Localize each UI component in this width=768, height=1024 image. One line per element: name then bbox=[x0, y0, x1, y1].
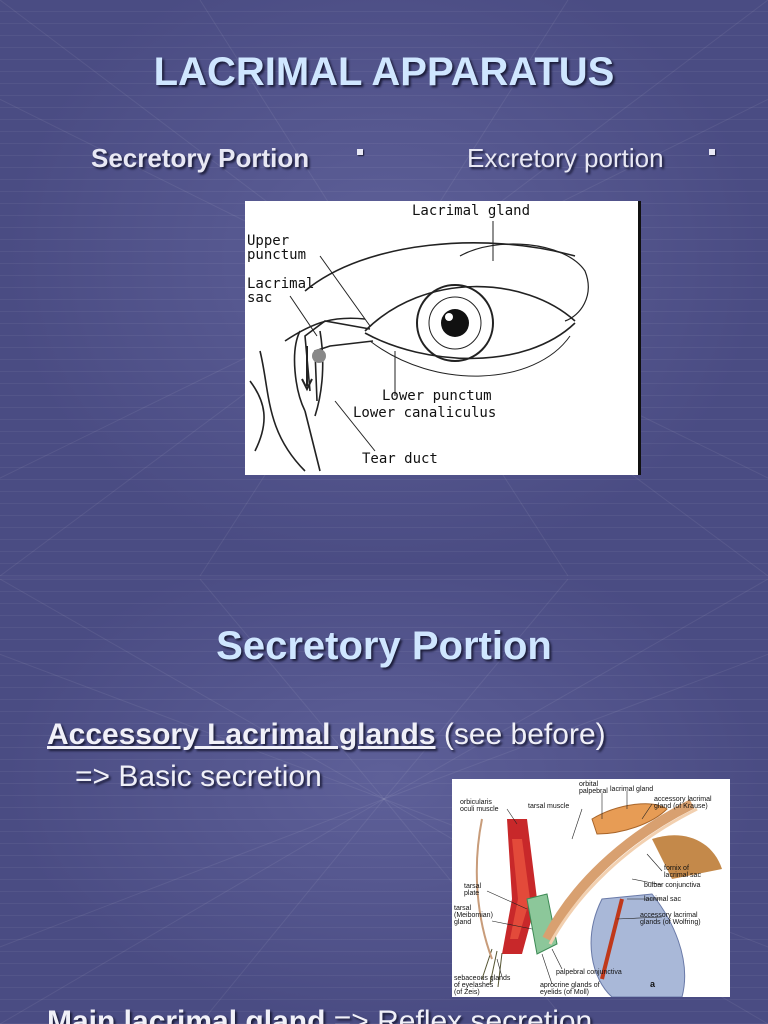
label-lacrimal-sac: lacrimal sac bbox=[644, 896, 681, 903]
label-fornix: fornix of lacrimal sac bbox=[664, 865, 701, 879]
label-lacrimal-gland: Lacrimal gland bbox=[412, 203, 531, 219]
label-orbital-palpebral: orbital palpebral bbox=[579, 781, 608, 795]
label-wolfring: accessory lacrimal glands (of Wolfring) bbox=[640, 912, 701, 926]
bullet-square-icon bbox=[357, 149, 363, 155]
label-meibomian: tarsal (Meibomian) gland bbox=[454, 905, 493, 926]
bullet-square-icon bbox=[709, 149, 715, 155]
slide-secretory-portion: Secretory Portion Accessory Lacrimal gla… bbox=[0, 579, 768, 1024]
label-palpebral-conjunctiva: palpebral conjunctiva bbox=[556, 969, 622, 976]
slide-lacrimal-apparatus: LACRIMAL APPARATUS Secretory Portion Exc… bbox=[0, 0, 768, 576]
label-lacrimal-sac: Lacrimal sac bbox=[247, 276, 315, 306]
label-accessory-krause: accessory lacrimal gland (of Krause) bbox=[654, 796, 712, 810]
label-tarsal-muscle: tarsal muscle bbox=[528, 803, 570, 810]
label-orbicularis: orbicularis oculi muscle bbox=[460, 799, 499, 813]
accessory-glands-line: Accessory Lacrimal glands (see before) bbox=[47, 718, 606, 752]
lacrimal-apparatus-diagram: Lacrimal gland Upper punctum Lacrimal sa… bbox=[245, 201, 641, 475]
label-apocrine: aprocrine glands of eyelids (of Moll) bbox=[540, 982, 600, 996]
accessory-glands-note: (see before) bbox=[435, 718, 606, 751]
slide-title: LACRIMAL APPARATUS bbox=[153, 50, 615, 94]
slide-title: Secretory Portion bbox=[216, 624, 552, 668]
label-tear-duct: Tear duct bbox=[362, 451, 438, 467]
label-lower-punctum: Lower punctum bbox=[382, 388, 492, 404]
basic-secretion-line: => Basic secretion bbox=[75, 760, 322, 793]
main-gland-line: Main lacrimal gland => Reflex secretion bbox=[47, 1005, 592, 1024]
bullet-excretory-portion: Excretory portion bbox=[467, 143, 664, 173]
main-gland-term: Main lacrimal gland bbox=[47, 1005, 326, 1024]
accessory-glands-term: Accessory Lacrimal glands bbox=[47, 718, 436, 751]
label-panel-letter: a bbox=[650, 979, 656, 989]
label-upper-punctum: Upper punctum bbox=[247, 233, 307, 263]
label-tarsal-plate: tarsal plate bbox=[464, 883, 482, 897]
label-lacrimal-gland: lacrimal gland bbox=[610, 786, 654, 793]
main-gland-note: => Reflex secretion bbox=[325, 1005, 593, 1024]
label-bulbar-conjunctiva: bulbar conjunctiva bbox=[644, 882, 701, 889]
label-sebaceous: sebaceous glands of eyelashes (of Zeis) bbox=[454, 975, 511, 996]
eyelid-anatomy-diagram: orbital palpebral lacrimal gland accesso… bbox=[452, 779, 730, 997]
bullet-secretory-portion: Secretory Portion bbox=[91, 143, 310, 173]
label-lower-canaliculus: Lower canaliculus bbox=[353, 405, 497, 421]
eye-drawing bbox=[249, 221, 589, 472]
eyelid-cross-section-drawing bbox=[475, 791, 722, 997]
